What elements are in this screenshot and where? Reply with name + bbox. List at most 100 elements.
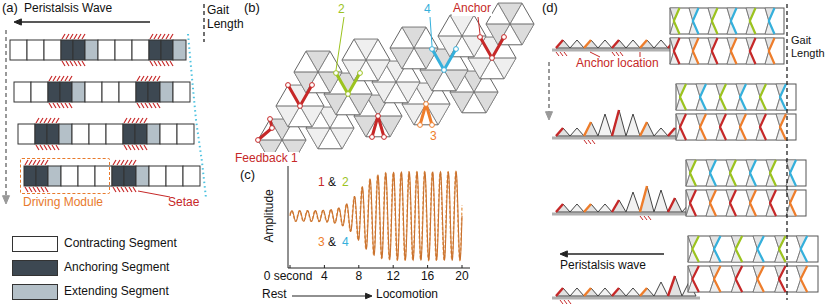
active-crease bbox=[740, 84, 746, 110]
fold-unit bbox=[640, 186, 654, 212]
callout-number: 4 bbox=[424, 3, 431, 17]
origami-crease bbox=[384, 82, 396, 103]
body-segment bbox=[173, 82, 190, 102]
setae-hatch bbox=[70, 61, 73, 66]
crease-joint bbox=[298, 104, 303, 109]
origami-crease bbox=[324, 94, 348, 95]
setae-hatch bbox=[141, 103, 144, 108]
origami-crease bbox=[450, 15, 462, 36]
active-crease bbox=[710, 190, 716, 216]
origami-strip bbox=[686, 160, 806, 186]
crease-joint bbox=[442, 68, 447, 73]
active-crease bbox=[584, 40, 591, 48]
setae-hatch bbox=[74, 61, 77, 66]
origami-crease bbox=[468, 58, 492, 59]
active-crease bbox=[612, 288, 619, 296]
active-crease bbox=[288, 85, 312, 106]
body-segment bbox=[89, 124, 106, 144]
body-segment bbox=[72, 82, 85, 102]
origami-crease bbox=[492, 58, 516, 59]
origami-cell bbox=[294, 51, 342, 93]
active-crease bbox=[801, 266, 808, 292]
active-crease bbox=[674, 8, 680, 34]
setae-hatch bbox=[56, 145, 59, 150]
body-segment bbox=[115, 40, 132, 60]
anchor-hatch bbox=[560, 52, 563, 56]
origami-crease bbox=[318, 72, 330, 93]
origami-crease bbox=[378, 116, 402, 117]
origami-crease bbox=[390, 48, 414, 49]
active-crease bbox=[714, 236, 721, 262]
setae-hatch bbox=[137, 103, 140, 108]
origami-facet bbox=[306, 128, 330, 149]
setae-hatch bbox=[141, 76, 144, 81]
active-crease bbox=[712, 38, 718, 64]
legend-text: Extending Segment bbox=[64, 285, 169, 299]
active-crease bbox=[736, 266, 743, 292]
body-segment bbox=[147, 124, 160, 144]
setae-hatch bbox=[124, 145, 127, 150]
crease-joint bbox=[270, 126, 275, 131]
body-segment bbox=[177, 124, 194, 144]
tick bbox=[462, 265, 463, 268]
active-crease bbox=[556, 204, 563, 212]
active-crease bbox=[640, 40, 647, 48]
body-segment bbox=[85, 82, 102, 102]
crease-joint bbox=[418, 123, 423, 128]
setae-hatch bbox=[36, 118, 39, 123]
body-segment bbox=[60, 82, 72, 102]
crease-joint bbox=[376, 114, 381, 119]
tick bbox=[427, 265, 428, 268]
setae-hatch bbox=[140, 118, 143, 123]
origami-crease bbox=[480, 58, 492, 79]
origami-strip bbox=[688, 236, 818, 262]
fold-unit bbox=[570, 204, 584, 212]
crease-joint bbox=[454, 47, 459, 52]
active-crease bbox=[750, 160, 756, 186]
origami-crease bbox=[306, 128, 330, 129]
setae-hatch bbox=[69, 76, 72, 81]
setae-hatch bbox=[74, 34, 77, 39]
origami-crease bbox=[330, 128, 354, 129]
setae-hatch bbox=[29, 187, 32, 192]
origami-crease bbox=[348, 94, 360, 115]
origami-facet bbox=[390, 48, 414, 69]
setae-hatch bbox=[145, 76, 148, 81]
anchor-hatch bbox=[644, 216, 647, 220]
fold-unit bbox=[640, 288, 654, 296]
setae-hatch bbox=[41, 187, 44, 192]
fold-unit bbox=[556, 128, 570, 136]
active-crease bbox=[780, 84, 786, 110]
time-arrow bbox=[548, 62, 550, 112]
body-segment bbox=[161, 40, 173, 60]
anchor-hatch bbox=[588, 140, 591, 144]
panel-label: (c) bbox=[240, 168, 255, 183]
origami-facet bbox=[276, 106, 300, 127]
origami-crease bbox=[318, 51, 330, 72]
origami-crease bbox=[402, 104, 426, 105]
active-crease bbox=[740, 114, 746, 140]
origami-facet bbox=[324, 94, 348, 115]
leader-line bbox=[478, 17, 480, 34]
fold-unit bbox=[598, 40, 612, 48]
crease-joint bbox=[370, 135, 375, 140]
setae-hatch bbox=[158, 34, 161, 39]
body-segment bbox=[73, 40, 85, 60]
active-crease bbox=[790, 190, 796, 216]
origami-crease bbox=[282, 140, 306, 141]
callout-joiner: & bbox=[328, 236, 336, 250]
anchor-hatch bbox=[568, 300, 571, 304]
active-crease bbox=[372, 116, 384, 137]
tick bbox=[290, 265, 291, 268]
origami-crease bbox=[414, 27, 426, 48]
callout-number: 2 bbox=[338, 3, 345, 17]
fold-unit bbox=[570, 128, 584, 136]
fold-unit bbox=[626, 40, 640, 48]
active-crease bbox=[720, 84, 726, 110]
leader-line bbox=[336, 17, 344, 70]
active-crease bbox=[710, 160, 716, 186]
legend-swatch bbox=[12, 260, 58, 276]
fold-unit bbox=[626, 288, 640, 296]
setae-hatch bbox=[69, 103, 72, 108]
